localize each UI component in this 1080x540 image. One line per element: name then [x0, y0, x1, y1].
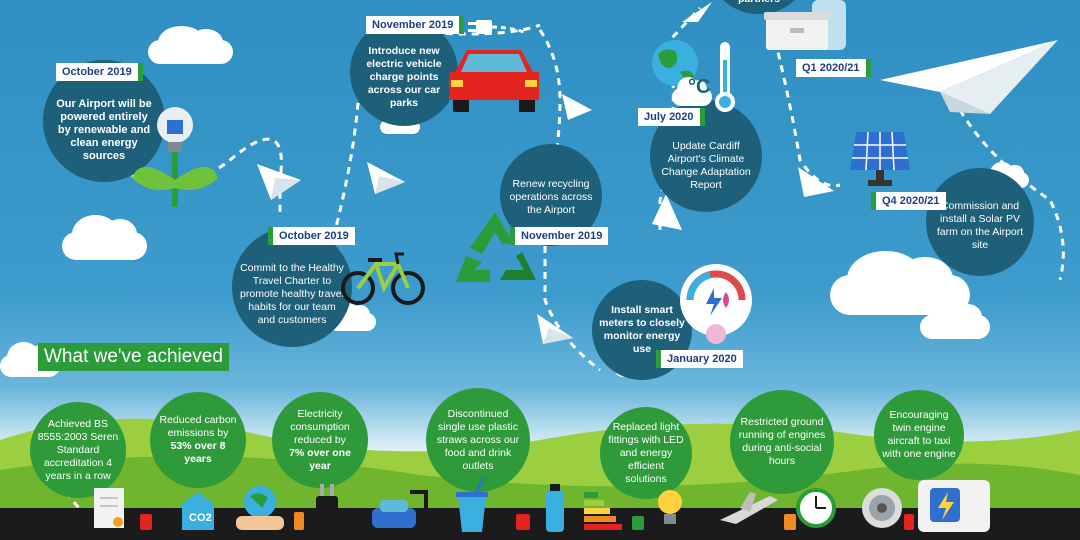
achievement-text: Discontinued single use plastic straws a…: [436, 407, 520, 472]
clock-icon: [796, 488, 836, 528]
bicycle-icon: [341, 252, 425, 305]
reusable-containers-icon: [764, 0, 846, 50]
healthy-travel-text: Commit to the Healthy Travel Charter to …: [240, 261, 344, 326]
achievement-text: Achieved BS 8555:2003 Seren Standard acc…: [37, 417, 119, 482]
recycling-text: Renew recycling operations across the Ai…: [509, 177, 593, 216]
smart-meter-icon: [680, 264, 752, 344]
smart-meter-circle: Install smart meters to closely monitor …: [592, 280, 692, 380]
plug-icon: [468, 20, 525, 34]
co2-icon: CO2: [189, 512, 212, 524]
paper-plane-icon: [537, 314, 573, 344]
achievement-highlight: 53% over 8 years: [170, 440, 226, 465]
energy-rating-icon: [584, 492, 622, 530]
paper-plane-icon: [257, 164, 301, 200]
achievement-text: Encouraging twin engine aircraft to taxi…: [882, 409, 956, 460]
paper-plane-icon: [798, 167, 834, 197]
achievement-text: Replaced light fittings with LED and ene…: [608, 420, 684, 485]
renewable-energy-text: Our Airport will be powered entirely by …: [56, 97, 152, 162]
co2-house-icon: [182, 492, 214, 530]
date-q1-2020-21: Q1 2020/21: [796, 59, 871, 77]
globe-icon: [652, 40, 698, 86]
achievement-ground-running: Restricted ground running of engines dur…: [730, 390, 834, 494]
certificate-icon: [94, 488, 124, 528]
smart-meter-text: Install smart meters to closely monitor …: [599, 304, 685, 355]
paper-plane-icon: [652, 194, 682, 230]
achievement-carbon: Reduced carbon emissions by 53% over 8 y…: [150, 392, 246, 488]
climate-report-text: Update Cardiff Airport's Climate Change …: [661, 140, 751, 191]
partners-text: partners: [738, 0, 780, 6]
paper-plane-icon: [880, 40, 1058, 114]
ev-charge-text: Introduce new electric vehicle charge po…: [366, 44, 442, 109]
paper-plane-icon: [682, 2, 712, 22]
achievement-straws: Discontinued single use plastic straws a…: [426, 388, 530, 492]
cloud: [148, 25, 233, 64]
achievement-text: Reduced carbon emissions by: [159, 414, 237, 439]
achievement-twin-engine: Encouraging twin engine aircraft to taxi…: [874, 390, 964, 480]
solar-farm-circle: Commission and install a Solar PV farm o…: [926, 168, 1034, 276]
date-q4-2020-21: Q4 2020/21: [871, 192, 946, 210]
date-jan-2020: January 2020: [656, 350, 743, 368]
paper-plane-icon: [367, 162, 405, 194]
lightbulb-plant-icon: [132, 107, 218, 207]
aircraft-icon: [720, 492, 778, 524]
date-jul-2020: July 2020: [638, 108, 705, 126]
ev-charging-car-icon: [372, 490, 428, 528]
achievement-seren-standard: Achieved BS 8555:2003 Seren Standard acc…: [30, 402, 126, 498]
paper-plane-icon: [562, 94, 592, 120]
water-bottle-icon: [546, 484, 564, 532]
power-plug-icon: [316, 484, 346, 532]
cloud: [830, 251, 970, 315]
healthy-travel-circle: Commit to the Healthy Travel Charter to …: [232, 227, 352, 347]
date-nov-2019: November 2019: [366, 16, 465, 34]
achievement-electricity: Electricity consumption reduced by 7% ov…: [272, 392, 368, 488]
date-oct-2019: October 2019: [56, 63, 143, 81]
electric-car-icon: [449, 50, 539, 112]
charging-kiosk-icon: [918, 480, 990, 532]
date-oct-2019: October 2019: [268, 227, 355, 245]
achievement-icons-strip: [94, 478, 990, 532]
solar-panel-icon: [850, 131, 910, 186]
cup-straw-icon: [456, 478, 488, 532]
recycle-icon: [456, 212, 536, 282]
achievement-text: Restricted ground running of engines dur…: [738, 416, 826, 467]
cloud: [920, 300, 990, 339]
solar-farm-text: Commission and install a Solar PV farm o…: [936, 200, 1024, 251]
celsius-icon: °C: [688, 76, 711, 98]
cloud: [62, 215, 147, 260]
achieved-heading: What we've achieved: [38, 343, 229, 371]
date-nov-2019: November 2019: [510, 227, 609, 245]
jet-engine-icon: [862, 488, 902, 528]
achievement-led: Replaced light fittings with LED and ene…: [600, 407, 692, 499]
achievement-text: Electricity consumption reduced by: [290, 407, 350, 446]
ev-charge-circle: Introduce new electric vehicle charge po…: [350, 18, 458, 126]
luggage-icons: [140, 512, 914, 530]
cloud: [672, 77, 712, 106]
globe-hand-icon: [236, 486, 284, 530]
led-bulb-icon: [658, 490, 682, 524]
achievement-highlight: 7% over one year: [289, 446, 351, 472]
thermometer-icon: [715, 42, 735, 112]
